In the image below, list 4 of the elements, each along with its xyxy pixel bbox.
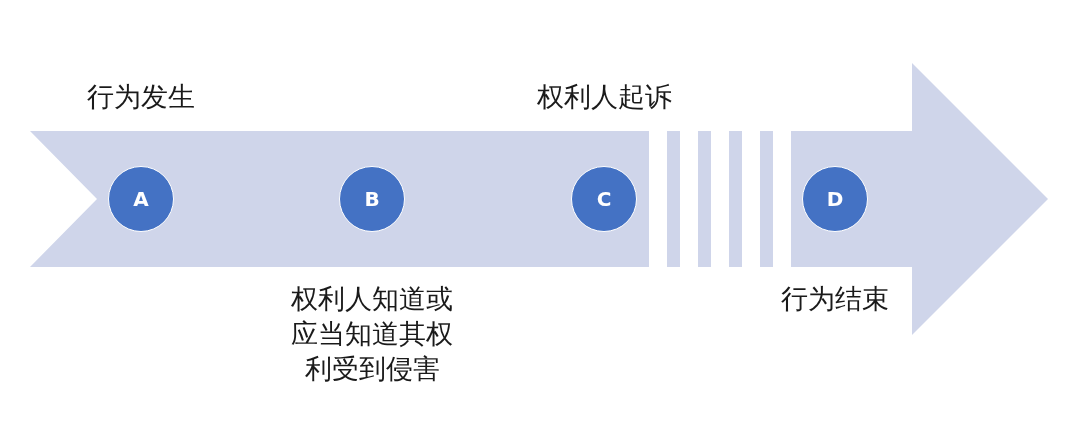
milestone-caption: 权利人起诉 [535, 80, 673, 114]
milestone-caption: 权利人知道或应当知道其权利受到侵害 [290, 282, 454, 386]
milestone-caption: 行为发生 [86, 80, 196, 114]
milestone-caption: 行为结束 [780, 282, 890, 316]
